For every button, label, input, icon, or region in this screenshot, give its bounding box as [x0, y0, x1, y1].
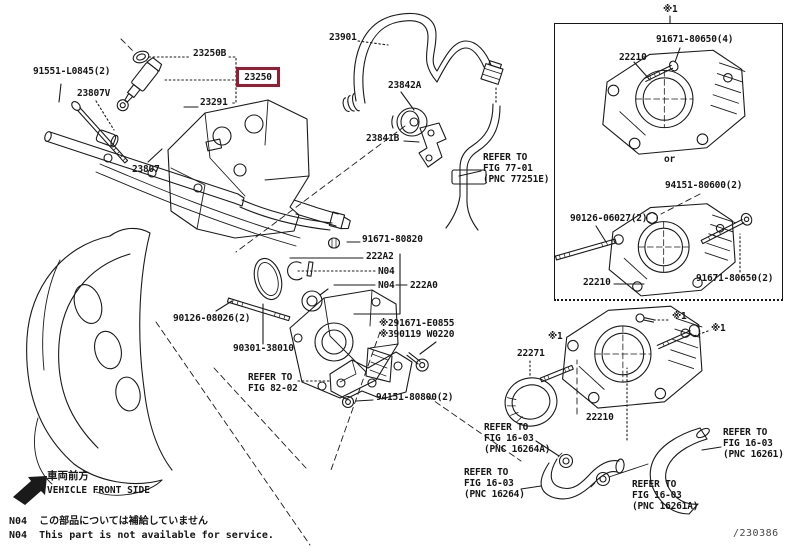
snap-ring-art [288, 262, 302, 280]
bolt-alt3-art [656, 323, 702, 352]
note-text-jp: この部品については補給していません [39, 516, 209, 527]
service-note-en-row: N04 This part is not available for servi… [9, 530, 274, 542]
note-label-291671-E0855[interactable]: ※291671-E0855 [379, 318, 455, 329]
part-label-23841B[interactable]: 23841B [366, 133, 400, 144]
front-side-label-jp: 車両前方 [47, 470, 89, 482]
bolt-91671-80650-2-art [699, 212, 753, 248]
alt-marker-bolt-a: ※1 [672, 311, 687, 322]
bolt-91551-art [70, 100, 129, 164]
part-label-23901[interactable]: 23901 [329, 32, 357, 43]
small-valve-art [302, 289, 328, 311]
bolt-94151-80800-art [343, 397, 354, 408]
highlighted-part-number: 23250 [244, 71, 272, 83]
highlighted-part-box[interactable]: 23250 [236, 67, 280, 87]
part-label-90126-06027[interactable]: 90126-06027(2) [570, 213, 648, 224]
fuel-pipe-77-art [446, 104, 500, 230]
part-label-N04-a[interactable]: N04 [378, 266, 395, 277]
fuel-hose-art [341, 13, 504, 114]
ref-fig-16-03-b[interactable]: REFER TO FIG 16-03 (PNC 16264) [464, 467, 525, 500]
stud-90126-08026-art [227, 298, 289, 321]
part-label-23291[interactable]: 23291 [200, 97, 228, 108]
gasket-oval-art [250, 255, 287, 303]
alt-marker-top: ※1 [663, 4, 678, 15]
part-label-23250B[interactable]: 23250B [193, 48, 227, 59]
note-label-390119-W0220[interactable]: ※390119 W0220 [379, 329, 455, 340]
bypass-hose-right-art [591, 426, 711, 514]
part-label-22271[interactable]: 22271 [517, 348, 545, 359]
gasket-22271-art [500, 372, 562, 431]
bracket-82-02-art [330, 352, 412, 399]
sensor-23842A-art [392, 108, 427, 136]
ref-fig-16-03-c[interactable]: REFER TO FIG 16-03 (PNC 16261) [723, 427, 784, 460]
fuel-injector-art [113, 49, 163, 114]
ref-fig-16-03-a[interactable]: REFER TO FIG 16-03 (PNC 16264A) [484, 422, 551, 455]
alternate-parts-box [554, 23, 783, 301]
part-label-22210-c[interactable]: 22210 [586, 412, 614, 423]
part-label-94151-80600[interactable]: 94151-80600(2) [665, 180, 743, 191]
valve-assembly-art [290, 290, 398, 398]
diagram-doc-code: /230386 [733, 528, 779, 539]
note-code: N04 [9, 530, 28, 541]
ref-fig-16-03-d[interactable]: REFER TO FIG 16-03 (PNC 16261A) [632, 479, 699, 512]
note-code: N04 [9, 516, 28, 527]
part-label-22210-a[interactable]: 22210 [619, 52, 647, 63]
dashed-construction-lines [121, 39, 700, 545]
note-text-en: This part is not available for service. [39, 530, 274, 541]
stud-alt1-art [540, 365, 573, 381]
alt-marker-bolt-b: ※1 [711, 323, 726, 334]
part-label-91551-L0845[interactable]: 91551-L0845(2) [33, 66, 111, 77]
part-label-90126-08026[interactable]: 90126-08026(2) [173, 313, 251, 324]
cylinder-head-art [168, 100, 338, 238]
alt-marker-stud: ※1 [548, 331, 563, 342]
part-label-222A2[interactable]: 222A2 [366, 251, 394, 262]
pin-art [307, 262, 313, 276]
service-note-jp-row: N04 この部品については補給していません [9, 516, 208, 528]
part-label-91671-80650-4[interactable]: 91671-80650(4) [656, 34, 734, 45]
bolt-91671-80820-art [329, 238, 340, 248]
part-label-91671-80820[interactable]: 91671-80820 [362, 234, 423, 245]
part-label-23807V[interactable]: 23807V [77, 88, 111, 99]
part-label-222A0[interactable]: 222A0 [410, 280, 438, 291]
part-label-22210-b[interactable]: 22210 [583, 277, 611, 288]
part-label-94151-80800[interactable]: 94151-80800(2) [376, 392, 454, 403]
part-label-91671-80650-2[interactable]: 91671-80650(2) [696, 273, 774, 284]
clamp-23807V-art [95, 129, 119, 147]
part-label-23842A[interactable]: 23842A [388, 80, 422, 91]
nut-94151-80600-art [647, 213, 658, 224]
stud-90126-06027-art [555, 239, 616, 260]
front-side-label-en: VEHICLE FRONT SIDE [47, 485, 150, 496]
part-label-N04-b[interactable]: N04 [378, 280, 395, 291]
bolt-alt2-art [635, 313, 654, 325]
ref-fig-82-02[interactable]: REFER TO FIG 82-02 [248, 372, 298, 394]
bolt-91671-80650-4-art [643, 60, 680, 85]
part-label-90301-38010[interactable]: 90301-38010 [233, 343, 294, 354]
part-label-23807[interactable]: 23807 [132, 164, 160, 175]
or-separator: or [664, 154, 676, 165]
intake-manifold-art [27, 228, 172, 495]
fuel-rail-art [44, 131, 352, 246]
bolt-390119-art [404, 349, 430, 373]
bracket-23841B-art [419, 123, 446, 167]
ref-fig-77-01[interactable]: REFER TO FIG 77-01 (PNC 77251E) [483, 152, 550, 185]
front-direction-arrow [13, 476, 47, 505]
